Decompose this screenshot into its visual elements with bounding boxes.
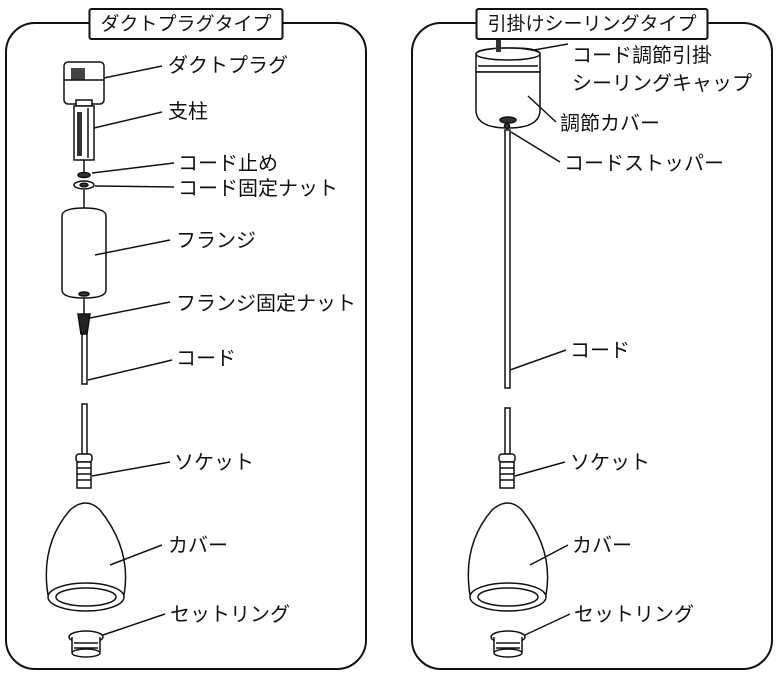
left-set-ring-drawing — [68, 630, 104, 658]
left-cover-label: カバー — [168, 533, 228, 557]
left-set-ring-label: セットリング — [170, 602, 290, 626]
right-socket-drawing — [498, 453, 516, 489]
right-cord-drawing — [504, 129, 511, 455]
left-post-drawing — [73, 105, 95, 161]
right-set-ring-label: セットリング — [574, 602, 694, 626]
left-flange-drawing — [61, 207, 107, 299]
right-cover-label: カバー — [572, 533, 632, 557]
ceiling-hook-type-panel: 引掛けシーリングタイプ — [411, 8, 773, 670]
left-socket-label: ソケット — [174, 450, 254, 474]
post-label: 支柱 — [168, 99, 208, 123]
cap-label-line2: シーリングキャップ — [572, 71, 752, 95]
left-flange-fix-nut-drawing — [77, 298, 91, 335]
duct-plug-type-title: ダクトプラグタイプ — [88, 8, 284, 40]
cap-label-line1: コード調節引掛 — [572, 43, 712, 67]
left-cord-stopper-drawing — [77, 160, 91, 179]
right-adjust-cover-drawing — [475, 71, 541, 129]
left-cord-fix-nut-drawing — [73, 180, 95, 210]
right-cord-stopper-label: コードストッパー — [564, 151, 724, 175]
flange-label: フランジ — [176, 228, 256, 252]
left-cover-drawing — [45, 502, 127, 612]
ceiling-hook-type-title: 引掛けシーリングタイプ — [475, 8, 709, 40]
cord-stopper-label: コード止め — [178, 151, 278, 175]
right-cord-label: コード — [570, 338, 630, 362]
duct-plug-type-panel: ダクトプラグタイプ — [5, 8, 367, 670]
flange-fix-nut-label: フランジ固定ナット — [176, 291, 356, 315]
adjust-cover-label: 調節カバー — [560, 111, 660, 135]
left-cord-drawing — [81, 333, 88, 455]
right-socket-label: ソケット — [570, 450, 650, 474]
right-cord-stopper-drawing — [503, 122, 511, 130]
duct-plug-label: ダクトプラグ — [168, 53, 288, 77]
left-cord-label: コード — [176, 346, 236, 370]
right-cord-adjust-cap-drawing — [475, 40, 541, 73]
cord-fix-nut-label: コード固定ナット — [178, 176, 338, 200]
left-duct-plug-drawing — [63, 61, 105, 107]
left-socket-drawing — [75, 453, 93, 489]
right-cover-drawing — [467, 502, 549, 612]
right-set-ring-drawing — [490, 630, 526, 658]
